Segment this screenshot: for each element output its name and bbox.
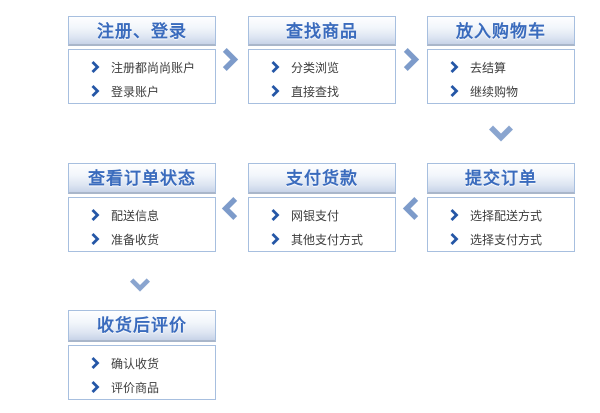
list-item-label: 直接查找 <box>291 84 340 99</box>
list-item: 直接查找 <box>271 79 391 103</box>
flow-box-body: 选择配送方式 选择支付方式 <box>427 197 575 252</box>
list-item: 确认收货 <box>91 351 211 375</box>
list-item: 登录账户 <box>91 79 211 103</box>
list-item: 分类浏览 <box>271 55 391 79</box>
list-item-label: 评价商品 <box>111 380 160 395</box>
list-item: 配送信息 <box>91 203 211 227</box>
flow-box-review-after-receipt: 收货后评价 收货后评价 确认收货 评价商品 <box>68 310 216 400</box>
flow-arrow-left-icon <box>402 197 419 220</box>
flow-box-header: 收货后评价 收货后评价 <box>68 310 216 342</box>
flow-box-body: 去结算 继续购物 <box>427 49 575 104</box>
list-item-label: 网银支付 <box>291 208 340 223</box>
bullet-chevron-icon <box>450 85 459 97</box>
flow-box-body: 注册都尚尚账户 登录账户 <box>68 49 216 104</box>
flow-arrow-down-icon <box>489 125 513 142</box>
list-item: 评价商品 <box>91 375 211 399</box>
flow-box-view-order-status: 查看订单状态 查看订单状态 配送信息 准备收货 <box>68 163 216 252</box>
list-item: 其他支付方式 <box>271 227 391 251</box>
list-item-label: 去结算 <box>470 60 507 75</box>
list-item: 网银支付 <box>271 203 391 227</box>
bullet-chevron-icon <box>450 209 459 221</box>
flow-box-body: 分类浏览 直接查找 <box>248 49 396 104</box>
bullet-chevron-icon <box>91 233 100 245</box>
flow-box-title: 查找商品 <box>286 22 358 41</box>
flow-box-title: 注册、登录 <box>97 22 187 41</box>
list-item-label: 注册都尚尚账户 <box>111 60 196 75</box>
list-item-label: 继续购物 <box>470 84 519 99</box>
list-item-label: 其他支付方式 <box>291 232 364 247</box>
list-item-label: 选择支付方式 <box>470 232 543 247</box>
flow-box-title: 查看订单状态 <box>88 169 196 188</box>
flow-box-header: 支付货款 支付货款 <box>248 163 396 194</box>
flow-arrow-down-icon <box>130 278 150 292</box>
list-item: 选择支付方式 <box>450 227 570 251</box>
flow-arrow-left-icon <box>221 197 238 220</box>
flow-box-title: 收货后评价 <box>97 316 187 335</box>
flow-box-header: 查找商品 查找商品 <box>248 16 396 46</box>
list-item-label: 选择配送方式 <box>470 208 543 223</box>
flow-box-add-to-cart: 放入购物车 放入购物车 去结算 继续购物 <box>427 16 575 104</box>
bullet-chevron-icon <box>91 357 100 369</box>
bullet-chevron-icon <box>91 209 100 221</box>
bullet-chevron-icon <box>91 61 100 73</box>
bullet-chevron-icon <box>271 85 280 97</box>
list-item: 去结算 <box>450 55 570 79</box>
bullet-chevron-icon <box>271 61 280 73</box>
list-item-label: 登录账户 <box>111 84 160 99</box>
flow-box-header: 查看订单状态 查看订单状态 <box>68 163 216 194</box>
flow-box-find-products: 查找商品 查找商品 分类浏览 直接查找 <box>248 16 396 104</box>
flow-arrow-right-icon <box>403 48 420 71</box>
list-item: 准备收货 <box>91 227 211 251</box>
list-item-label: 配送信息 <box>111 208 160 223</box>
flow-box-title: 提交订单 <box>465 169 537 188</box>
list-item: 选择配送方式 <box>450 203 570 227</box>
bullet-chevron-icon <box>450 61 459 73</box>
flow-box-title: 放入购物车 <box>456 22 546 41</box>
flow-box-header: 注册、登录 注册、登录 <box>68 16 216 46</box>
flow-box-register-login: 注册、登录 注册、登录 注册都尚尚账户 登录账户 <box>68 16 216 104</box>
bullet-chevron-icon <box>91 85 100 97</box>
flow-box-submit-order: 提交订单 提交订单 选择配送方式 选择支付方式 <box>427 163 575 252</box>
list-item: 继续购物 <box>450 79 570 103</box>
flow-box-body: 确认收货 评价商品 <box>68 345 216 400</box>
bullet-chevron-icon <box>271 209 280 221</box>
flow-box-title: 支付货款 <box>286 169 358 188</box>
bullet-chevron-icon <box>91 381 100 393</box>
list-item-label: 分类浏览 <box>291 60 340 75</box>
flow-box-body: 配送信息 准备收货 <box>68 197 216 252</box>
list-item: 注册都尚尚账户 <box>91 55 211 79</box>
flow-box-body: 网银支付 其他支付方式 <box>248 197 396 252</box>
flow-box-header: 提交订单 提交订单 <box>427 163 575 194</box>
list-item-label: 确认收货 <box>111 356 160 371</box>
bullet-chevron-icon <box>450 233 459 245</box>
flow-box-header: 放入购物车 放入购物车 <box>427 16 575 46</box>
list-item-label: 准备收货 <box>111 232 160 247</box>
flow-box-pay-for-goods: 支付货款 支付货款 网银支付 其他支付方式 <box>248 163 396 252</box>
bullet-chevron-icon <box>271 233 280 245</box>
flow-arrow-right-icon <box>222 48 239 71</box>
